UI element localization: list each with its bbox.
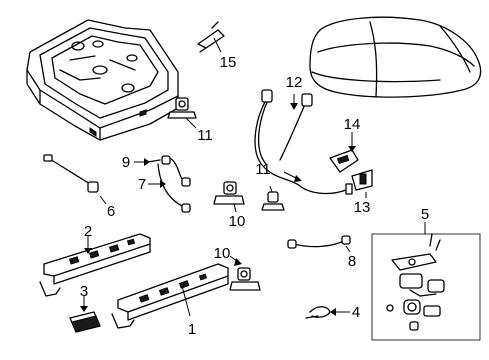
callout-11-left: 11 xyxy=(197,127,213,144)
callout-1: 1 xyxy=(188,321,196,338)
seat-cushion xyxy=(309,16,482,98)
callout-8: 8 xyxy=(348,253,356,270)
cable-part-7 xyxy=(148,157,191,213)
callout-2: 2 xyxy=(84,223,92,240)
motor-part-11-right xyxy=(261,185,285,211)
callout-14: 14 xyxy=(344,116,361,133)
cable-part-6 xyxy=(43,154,107,205)
callout-6: 6 xyxy=(107,203,115,220)
cable-part-8 xyxy=(287,235,351,253)
cover-cap-part-3 xyxy=(69,296,101,333)
wiring-harness-part-12 xyxy=(254,89,353,195)
motor-assembly-box-part-5 xyxy=(371,222,481,341)
clip-part-15 xyxy=(197,21,225,53)
seat-track-part-2 xyxy=(39,233,151,297)
seat-track-part-1 xyxy=(111,263,229,329)
clip-part-4 xyxy=(305,306,350,319)
cable-end-part-9 xyxy=(134,155,171,166)
callout-10-upper: 10 xyxy=(229,213,246,230)
switch-part-13 xyxy=(351,169,373,198)
callout-11-right: 11 xyxy=(255,161,271,178)
motor-part-10-lower xyxy=(229,255,261,291)
switch-bezel-part-14 xyxy=(329,132,359,173)
callout-10-lower: 10 xyxy=(214,245,231,262)
callout-4: 4 xyxy=(352,304,360,321)
callout-15: 15 xyxy=(220,54,237,71)
callout-9: 9 xyxy=(122,154,130,171)
motor-part-10-upper xyxy=(213,181,245,213)
seat-cushion-frame xyxy=(26,19,179,141)
callout-5: 5 xyxy=(421,206,429,223)
callout-3: 3 xyxy=(80,283,88,300)
callout-7: 7 xyxy=(138,176,146,193)
callout-12: 12 xyxy=(286,74,303,91)
callout-13: 13 xyxy=(354,199,371,216)
motor-part-11-left xyxy=(167,97,197,129)
